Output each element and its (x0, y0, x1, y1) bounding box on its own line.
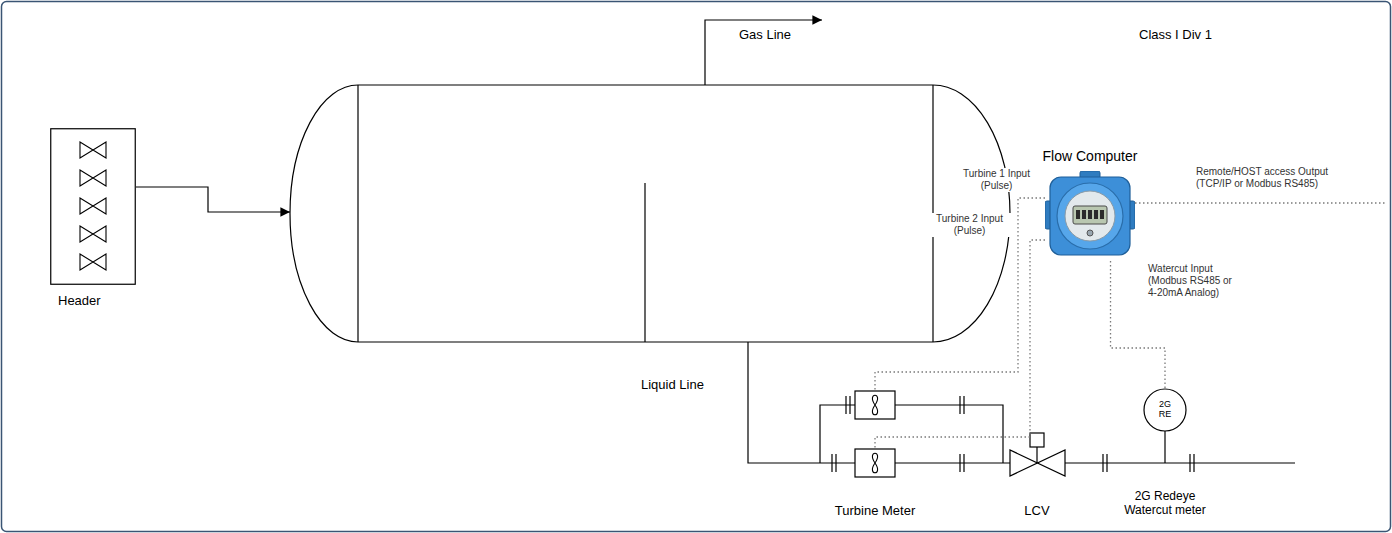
flange (963, 454, 964, 472)
lcd-digit (1088, 210, 1092, 219)
signal-label: Remote/HOST access Output (TCP/IP or Mod… (1195, 166, 1347, 190)
flange (1102, 454, 1103, 472)
node-text: Flow Computer (1033, 148, 1147, 165)
equipment-label: 2G Redeye Watercut meter (1116, 489, 1214, 518)
liquid-pipe (748, 342, 1295, 463)
enclosure-cover (1057, 183, 1123, 249)
valve-stem (1036, 447, 1037, 463)
signal-label: Turbine 2 Input (Pulse) (926, 213, 1013, 237)
flange (831, 454, 832, 472)
inlet-pipe (136, 187, 290, 212)
lcd-digit (1094, 210, 1098, 219)
display-window (1065, 191, 1115, 241)
enclosure-body (1050, 177, 1130, 255)
lcd-digit (1100, 210, 1104, 219)
equipment-label: LCV (1023, 503, 1050, 519)
flange (959, 454, 960, 472)
valve-symbol (80, 170, 106, 186)
line-label: Gas Line (738, 27, 792, 43)
flow-computer: Flow Computer (1033, 148, 1147, 259)
node-text: Header (58, 293, 138, 309)
signal-label: Turbine 1 Input (Pulse) (953, 168, 1040, 192)
vessel-weir (644, 183, 645, 342)
line-label: Liquid Line (640, 377, 705, 393)
flange (959, 396, 960, 414)
node-text: 2G RE (1154, 400, 1176, 420)
lcd-display (1073, 206, 1107, 224)
gas-pipe (705, 20, 822, 85)
lcd-digit (1076, 210, 1080, 219)
area-classification: Class I Div 1 (1138, 27, 1213, 43)
lcd-digit (1082, 210, 1086, 219)
valve-symbol (80, 198, 106, 214)
flange (849, 396, 850, 414)
flange (963, 396, 964, 414)
equipment-label: Turbine Meter (834, 503, 916, 519)
signal-wire (1135, 202, 1385, 203)
valve-symbol (80, 226, 106, 242)
flange (1106, 454, 1107, 472)
turbine-meter-symbol (855, 449, 895, 477)
flange (1193, 454, 1194, 472)
meter-stem (1164, 430, 1165, 463)
signal-label: Watercut Input (Modbus RS485 or 4-20mA A… (1147, 263, 1244, 299)
header-outline (50, 128, 136, 285)
flange (835, 454, 836, 472)
flange (1189, 454, 1190, 472)
valve-symbol (80, 142, 106, 158)
valve-actuator (1030, 433, 1044, 447)
watercut-meter-bubble: 2G RE (1143, 388, 1187, 432)
signal-wire (875, 198, 1045, 391)
flange (845, 396, 846, 414)
valve-symbol (80, 254, 106, 270)
bypass-pipe (820, 405, 1003, 463)
header-manifold: Header (50, 128, 138, 309)
turbine-rotor (872, 395, 877, 415)
vessel-tangent-line (357, 85, 358, 342)
turbine-meter-symbol (855, 391, 895, 419)
instrument-circle (1144, 389, 1186, 431)
flow-computer-picture (1045, 171, 1135, 259)
separator-vessel (290, 85, 1010, 342)
keypad-button (1087, 230, 1093, 236)
turbine-rotor (872, 453, 877, 473)
header-box (51, 129, 136, 285)
signal-wire (875, 240, 1045, 449)
